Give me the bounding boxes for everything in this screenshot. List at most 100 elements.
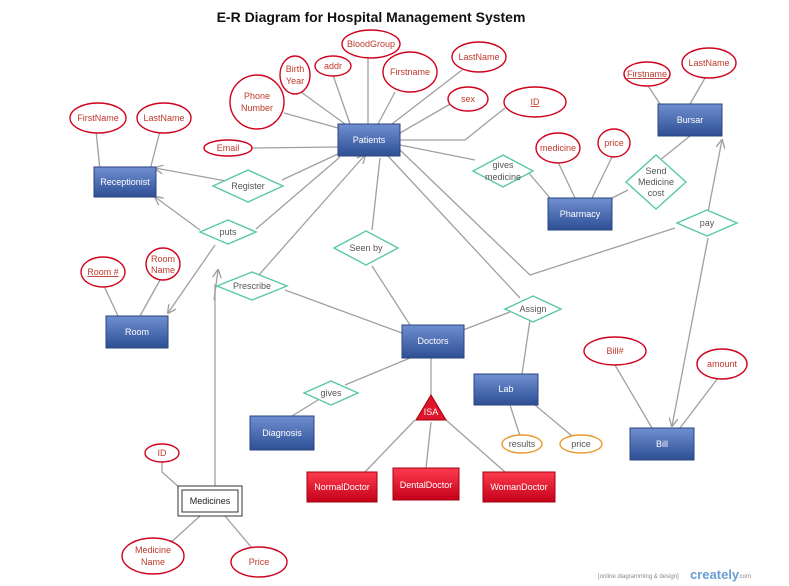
watermark: [online diagramming & design] creately .…: [598, 567, 751, 582]
diagram-title: E-R Diagram for Hospital Management Syst…: [217, 9, 526, 25]
line-medicines-price: [224, 515, 253, 549]
attr-medicine-name-label-1: Medicine: [135, 545, 171, 555]
line-puts-patients-1: [255, 156, 341, 230]
attr-receptionist-firstname-label: FirstName: [77, 113, 119, 123]
line-patients-email: [251, 146, 339, 149]
line-lab-price: [534, 404, 573, 437]
entity-medicines-label: Medicines: [190, 496, 231, 506]
entity-receptionist: [93, 166, 157, 198]
attr-medicine-name: [121, 537, 185, 575]
entity-pharmacy-label: Pharmacy: [560, 209, 601, 219]
entity-normal-doctor-label: NormalDoctor: [314, 482, 370, 492]
attr-bloodgroup-label: BloodGroup: [347, 39, 395, 49]
attr-bursar-firstname-label: Firstname: [627, 69, 667, 79]
rel-register: [211, 169, 285, 203]
attr-email-label: Email: [217, 143, 240, 153]
attr-bill-amount-label: amount: [707, 359, 738, 369]
line-patients-pay: [399, 149, 676, 276]
attr-patient-lastname: [451, 41, 507, 73]
entity-lab: [473, 373, 539, 406]
attr-patient-lastname-label: LastName: [458, 52, 499, 62]
line-receptionist-firstname: [95, 130, 101, 171]
attr-bursar-lastname: [681, 47, 737, 79]
line-bill-amount: [679, 377, 719, 429]
rel-seen-by: [332, 230, 400, 266]
line-assign-lab: [521, 319, 531, 375]
rel-assign-label: Assign: [519, 304, 546, 314]
attr-medicine-name-label-2: Name: [141, 557, 165, 567]
entity-lab-label: Lab: [498, 384, 513, 394]
line-patients-gives: [399, 144, 476, 161]
line-bursar-lastname: [689, 77, 706, 105]
attr-room-name-label-1: Room: [151, 254, 175, 264]
attr-receptionist-lastname: [136, 102, 192, 134]
line-room-number: [103, 285, 119, 317]
entity-medicines: Medicines: [177, 485, 243, 517]
line-room-name: [139, 279, 161, 317]
entity-dental-doctor: [392, 467, 460, 501]
entity-diagnosis-label: Diagnosis: [262, 428, 302, 438]
line-bill-number: [614, 364, 653, 429]
line-isa-woman: [445, 419, 506, 473]
line-seenby-doctors: [371, 265, 411, 326]
line-puts-room: [168, 244, 216, 313]
attr-medicines-id: [144, 443, 180, 463]
line-patients-phone: [283, 112, 339, 129]
attr-room-number: [80, 256, 126, 288]
entity-doctors: [401, 324, 465, 359]
attr-bill-number: [583, 336, 647, 366]
line-receptionist-lastname: [149, 130, 161, 171]
attr-medicines-price-label: Price: [249, 557, 270, 567]
attr-bill-amount: [696, 348, 748, 380]
rel-send-label-1: Send: [645, 166, 666, 176]
attr-receptionist-lastname-label: LastName: [143, 113, 184, 123]
line-puts-receptionist: [155, 197, 201, 231]
attr-medicines-price: [230, 546, 288, 578]
attr-bill-number-label: Bill#: [606, 346, 623, 356]
attr-phone-number: [229, 74, 285, 130]
attr-sex: [447, 86, 489, 112]
attr-room-name-label-2: Name: [151, 265, 175, 275]
attr-lab-results: [501, 434, 543, 454]
isa-label: ISA: [424, 407, 439, 417]
medicines-inner-border: [181, 489, 239, 513]
line-doctors-assign: [462, 311, 511, 331]
attr-room-name: [145, 247, 181, 281]
attr-birth-year: [279, 55, 311, 95]
attr-bloodgroup: [341, 29, 401, 59]
line-pharmacy-medicine: [557, 161, 576, 199]
line-pharmacy-send: [611, 189, 629, 199]
line-send-bursar: [659, 135, 691, 161]
attr-lab-results-label: results: [509, 439, 536, 449]
rel-prescribe-label: Prescribe: [233, 281, 271, 291]
line-medicines-arrow: [214, 270, 218, 301]
line-patients-assign: [387, 155, 521, 299]
attr-bursar-firstname: [623, 61, 671, 87]
rel-send-label-3: cost: [648, 188, 665, 198]
entity-pharmacy: [547, 197, 613, 231]
line-pay-bursar: [707, 140, 722, 213]
entity-doctors-label: Doctors: [417, 336, 449, 346]
line-patients-birthyear: [300, 91, 346, 125]
entity-patients-label: Patients: [353, 135, 386, 145]
attr-patient-firstname-label: Firstname: [390, 67, 430, 77]
isa-triangle: [415, 394, 447, 421]
line-lab-results: [509, 404, 521, 437]
entity-room: [105, 315, 169, 349]
entity-receptionist-label: Receptionist: [100, 177, 150, 187]
line-patients-id: [400, 107, 506, 141]
entity-patients: [337, 123, 401, 157]
entity-bill: [629, 427, 695, 461]
line-doctors-gives: [344, 357, 411, 386]
line-medicines-prescribe: [214, 283, 219, 490]
attr-birth-year-label-2: Year: [286, 76, 304, 86]
rel-send-medicine-cost: [624, 154, 688, 210]
attr-addr-label: addr: [324, 61, 342, 71]
line-patients-sex: [399, 102, 453, 134]
line-pay-bill: [672, 237, 709, 426]
entities: [93, 103, 723, 461]
rel-puts: [198, 219, 258, 245]
line-patients-lastname: [391, 69, 463, 125]
attr-lab-price: [559, 434, 603, 454]
